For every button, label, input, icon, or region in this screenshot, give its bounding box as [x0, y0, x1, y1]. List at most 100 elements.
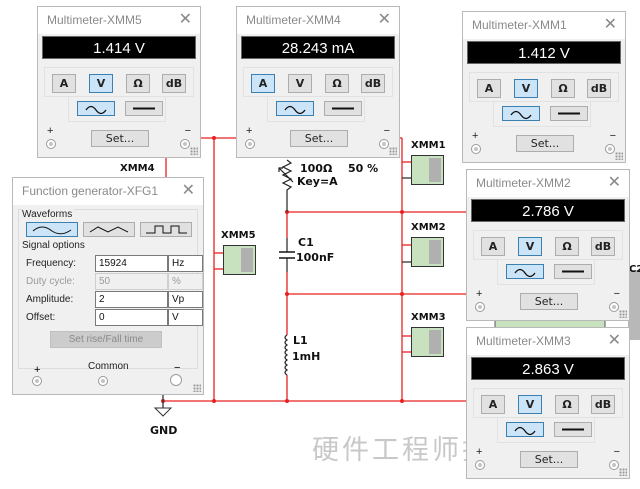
window-title: Multimeter-XMM4 [246, 13, 341, 27]
ac-button[interactable] [77, 101, 115, 116]
negative-terminal[interactable] [379, 139, 389, 149]
multimeter-window-xmm2[interactable]: Multimeter-XMM2 ✕ 2.786 V A V Ω dB + − S… [466, 169, 630, 321]
common-terminal[interactable] [98, 376, 108, 386]
negative-terminal[interactable] [170, 374, 182, 386]
resize-grip[interactable] [619, 310, 627, 318]
xmm1-instrument-symbol[interactable] [411, 155, 444, 185]
negative-terminal[interactable] [609, 302, 619, 312]
resize-grip[interactable] [389, 147, 397, 155]
title-bar[interactable]: Multimeter-XMM1 ✕ [463, 12, 625, 39]
multimeter-window-xmm3[interactable]: Multimeter-XMM3 ✕ 2.863 V A V Ω dB + − S… [466, 327, 630, 479]
function-generator-window[interactable]: Function generator-XFG1 ✕ Waveforms Sign… [12, 177, 204, 395]
set-button[interactable]: Set... [91, 130, 149, 147]
sine-wave-icon [85, 105, 107, 115]
resize-grip[interactable] [193, 384, 201, 392]
capacitor-symbol [279, 251, 295, 259]
mode-ohmmeter-button[interactable]: Ω [555, 237, 579, 256]
mode-ohmmeter-button[interactable]: Ω [126, 74, 150, 93]
close-icon[interactable]: ✕ [603, 16, 617, 33]
positive-terminal[interactable] [46, 139, 56, 149]
mode-db-button[interactable]: dB [591, 395, 615, 414]
offset-input[interactable]: 0 [95, 309, 168, 326]
title-bar[interactable]: Multimeter-XMM3 ✕ [467, 328, 629, 355]
set-button[interactable]: Set... [520, 293, 578, 310]
title-bar[interactable]: Multimeter-XMM4 ✕ [237, 7, 399, 34]
dc-button[interactable] [125, 101, 163, 116]
mode-voltmeter-button[interactable]: V [288, 74, 312, 93]
multimeter-window-xmm1[interactable]: Multimeter-XMM1 ✕ 1.412 V A V Ω dB + − S… [462, 11, 626, 163]
mode-ammeter-button[interactable]: A [481, 237, 505, 256]
set-button[interactable]: Set... [520, 451, 578, 468]
title-bar[interactable]: Multimeter-XMM5 ✕ [38, 7, 200, 34]
mode-voltmeter-button[interactable]: V [89, 74, 113, 93]
mode-ohmmeter-button[interactable]: Ω [555, 395, 579, 414]
negative-terminal[interactable] [609, 460, 619, 470]
mode-db-button[interactable]: dB [587, 79, 611, 98]
ac-button[interactable] [502, 106, 540, 121]
waveform-triangle-button[interactable] [83, 222, 135, 237]
mode-db-button[interactable]: dB [361, 74, 385, 93]
mode-voltmeter-button[interactable]: V [518, 237, 542, 256]
positive-terminal[interactable] [32, 376, 42, 386]
positive-terminal[interactable] [471, 144, 481, 154]
positive-terminal[interactable] [245, 139, 255, 149]
close-icon[interactable]: ✕ [607, 332, 621, 349]
close-icon[interactable]: ✕ [607, 174, 621, 191]
amplitude-unit[interactable]: Vp [168, 291, 203, 308]
frequency-label: Frequency: [26, 258, 77, 269]
ac-button[interactable] [506, 264, 544, 279]
resize-grip[interactable] [615, 152, 623, 160]
negative-terminal[interactable] [605, 144, 615, 154]
offset-unit[interactable]: V [168, 309, 203, 326]
mode-ohmmeter-button[interactable]: Ω [325, 74, 349, 93]
title-bar[interactable]: Multimeter-XMM2 ✕ [467, 170, 629, 197]
plus-label: + [34, 364, 41, 376]
reading-display: 2.863 V [471, 357, 625, 380]
positive-terminal[interactable] [475, 460, 485, 470]
mode-ohmmeter-button[interactable]: Ω [551, 79, 575, 98]
waveform-sine-button[interactable] [26, 222, 78, 237]
waveform-square-button[interactable] [140, 222, 192, 237]
plus-label: + [476, 288, 483, 300]
negative-terminal[interactable] [180, 139, 190, 149]
multimeter-window-xmm5[interactable]: Multimeter-XMM5 ✕ 1.414 V A V Ω dB + − S… [37, 6, 201, 158]
dc-button[interactable] [554, 422, 592, 437]
ac-button[interactable] [506, 422, 544, 437]
mode-db-button[interactable]: dB [591, 237, 615, 256]
resize-grip[interactable] [619, 468, 627, 476]
title-bar[interactable]: Function generator-XFG1 ✕ [13, 178, 203, 205]
inductor-value: 1mH [292, 350, 321, 363]
mode-ammeter-button[interactable]: A [52, 74, 76, 93]
mode-ammeter-button[interactable]: A [251, 74, 275, 93]
close-icon[interactable]: ✕ [178, 11, 192, 28]
xmm3-instrument-symbol[interactable] [411, 327, 444, 357]
amplitude-input[interactable]: 2 [95, 291, 168, 308]
dc-button[interactable] [550, 106, 588, 121]
dc-button[interactable] [554, 264, 592, 279]
mode-ammeter-button[interactable]: A [477, 79, 501, 98]
minus-label: − [613, 288, 620, 300]
sine-wave-icon [32, 226, 72, 235]
capacitor-value: 100nF [296, 251, 335, 264]
mode-db-button[interactable]: dB [162, 74, 186, 93]
close-icon[interactable]: ✕ [377, 11, 391, 28]
mode-voltmeter-button[interactable]: V [518, 395, 542, 414]
frequency-unit[interactable]: Hz [168, 255, 203, 272]
mode-ammeter-button[interactable]: A [481, 395, 505, 414]
positive-terminal[interactable] [475, 302, 485, 312]
xmm5-instrument-symbol[interactable] [223, 245, 256, 275]
frequency-input[interactable]: 15924 [95, 255, 168, 272]
window-title: Multimeter-XMM5 [47, 13, 142, 27]
signal-options-label: Signal options [22, 240, 87, 251]
plus-label: + [246, 125, 253, 137]
ac-button[interactable] [276, 101, 314, 116]
mode-voltmeter-button[interactable]: V [514, 79, 538, 98]
close-icon[interactable]: ✕ [181, 182, 195, 199]
dc-button[interactable] [324, 101, 362, 116]
xmm2-instrument-symbol[interactable] [411, 237, 444, 267]
resize-grip[interactable] [190, 147, 198, 155]
set-button[interactable]: Set... [290, 130, 348, 147]
frequency-row: Frequency: 15924 Hz [22, 255, 203, 273]
multimeter-window-xmm4[interactable]: Multimeter-XMM4 ✕ 28.243 mA A V Ω dB + −… [236, 6, 400, 158]
set-button[interactable]: Set... [516, 135, 574, 152]
